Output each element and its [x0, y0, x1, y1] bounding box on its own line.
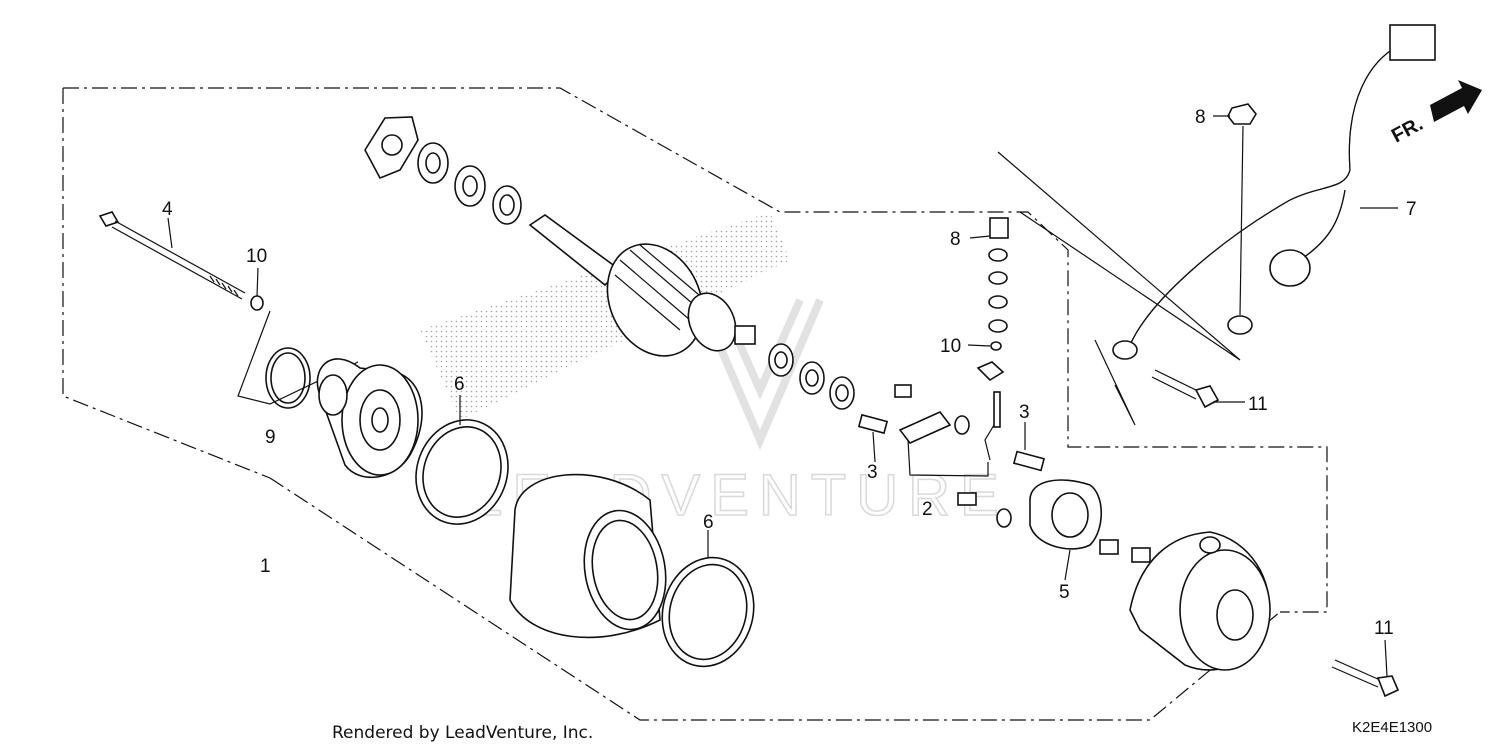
front-arrow-icon: [1430, 80, 1482, 122]
brushes: [1099, 539, 1151, 563]
lock-plate: [364, 116, 419, 180]
armature: [528, 214, 756, 357]
callout-1: 1: [260, 556, 271, 577]
credit-text: Rendered by LeadVenture, Inc.: [332, 723, 593, 743]
callout-6b: 6: [703, 512, 714, 533]
guide-lines-cable: [1094, 339, 1136, 426]
bracket-9: [237, 310, 359, 405]
gasket-6-right: [661, 556, 755, 668]
front-label: FR.: [1388, 113, 1427, 148]
callout-2: 2: [922, 499, 933, 520]
callout-3a: 3: [867, 462, 878, 483]
long-bolt: [98, 211, 246, 300]
callout-labels: 1 2 3 3 4 5 6 6 7 8 8 9 10 10 11 11: [162, 107, 1417, 639]
brush-holder: [1029, 479, 1102, 550]
callout-4: 4: [162, 199, 173, 220]
front-cover: [316, 358, 423, 479]
yoke-housing: [509, 473, 667, 639]
front-direction-indicator: FR.: [1388, 80, 1482, 147]
callout-10a: 10: [246, 246, 267, 267]
callout-5: 5: [1059, 582, 1070, 603]
o-ring-9: [265, 347, 311, 409]
shaft-shadow: [420, 212, 790, 420]
callout-10b: 10: [940, 336, 961, 357]
leader-lines: [167, 115, 1398, 677]
brush-screws: [894, 384, 1012, 528]
starter-cable: [1112, 24, 1436, 360]
bolt-11-upper: [1151, 369, 1220, 409]
callout-11b: 11: [1374, 618, 1394, 639]
callout-8b: 8: [950, 229, 961, 250]
terminal-stack: [976, 217, 1009, 461]
bracket-2: [907, 439, 989, 477]
guide-lines-right: [997, 151, 1241, 361]
right-washers: [768, 343, 855, 410]
callout-3b: 3: [1019, 402, 1030, 423]
nut-8-top: [1227, 103, 1257, 125]
springs: [857, 413, 1046, 472]
leader-8-top: [1239, 125, 1244, 316]
bolt-11-lower: [1331, 659, 1400, 698]
gasket-6-left: [415, 419, 509, 525]
washer-10-left: [250, 295, 264, 311]
callout-6a: 6: [454, 374, 465, 395]
callout-11a: 11: [1248, 394, 1268, 415]
rear-cover: [1129, 531, 1271, 671]
callout-9: 9: [265, 427, 276, 448]
callout-7: 7: [1406, 199, 1417, 220]
diagram-code: K2E4E1300: [1352, 719, 1432, 736]
callout-8a: 8: [1195, 107, 1206, 128]
top-washers: [417, 142, 522, 225]
